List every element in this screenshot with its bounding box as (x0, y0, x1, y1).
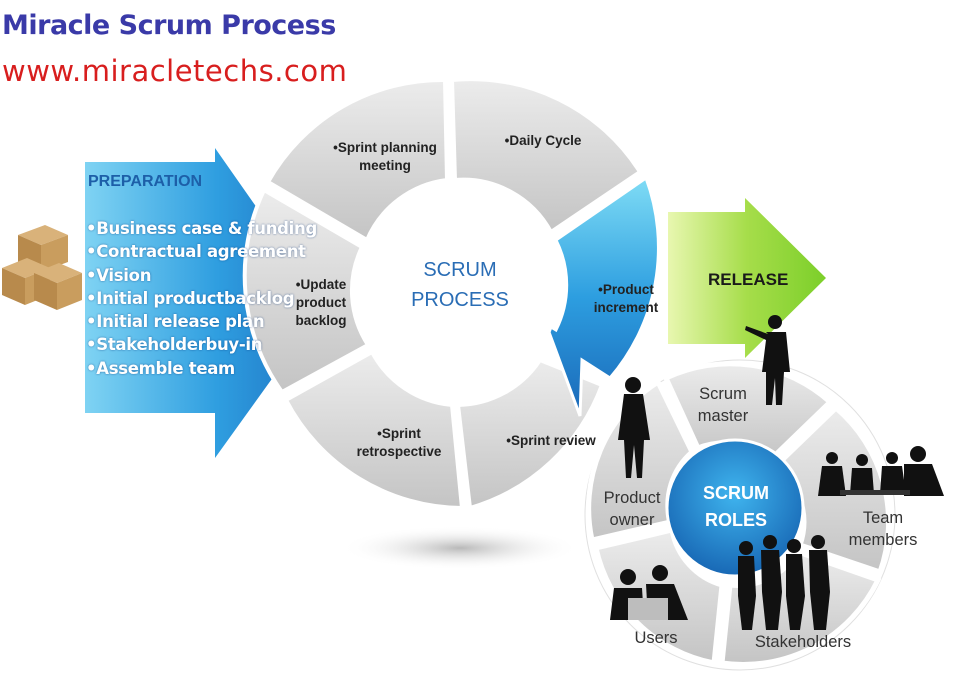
role-label-scrum-master: Scrum master (683, 383, 763, 427)
stakeholders-figure-icon (738, 535, 830, 630)
label-line: •Sprint planning (333, 140, 437, 155)
segment-product-increment (543, 175, 660, 417)
label-line: product (295, 295, 347, 310)
people-silhouettes (610, 315, 944, 630)
scrum-master-figure-icon (745, 315, 790, 405)
list-item: •Vision (86, 265, 152, 285)
segment-sprint-planning (265, 77, 450, 243)
scrum-process-center-label: SCRUM PROCESS (395, 255, 525, 315)
list-item: •Assemble team (86, 358, 235, 378)
label-line: •Sprint (377, 426, 421, 441)
label-sprint-planning: •Sprint planning meeting (325, 139, 445, 175)
preparation-list: •Business case & funding •Contractual ag… (86, 217, 317, 380)
label-sprint-retrospective: •Sprint retrospective (343, 425, 455, 461)
segment-update-backlog (242, 187, 371, 395)
segment-sprint-retrospective (283, 349, 465, 511)
label-daily-cycle: •Daily Cycle (488, 132, 598, 150)
role-label-product-owner: Product owner (596, 487, 668, 531)
release-label: RELEASE (708, 270, 789, 289)
list-item: •Initial release plan (86, 312, 265, 332)
label-line: SCRUM (423, 259, 497, 281)
label-line: Team (862, 509, 904, 527)
label-product-increment: •Product increment (578, 281, 674, 317)
page-title: Miracle Scrum Process (2, 10, 336, 41)
list-item: •Business case & funding (86, 219, 317, 238)
list-item: •Stakeholderbuy-in (86, 335, 263, 355)
label-line: increment (593, 300, 659, 315)
list-item: •Initial productbacklog (86, 288, 295, 308)
role-label-stakeholders: Stakeholders (748, 631, 858, 653)
label-line: PROCESS (411, 289, 509, 311)
label-line: meeting (359, 158, 411, 173)
role-label-team-members: Team members (838, 507, 928, 551)
label-line: backlog (295, 313, 347, 328)
segment-sprint-review (455, 357, 605, 511)
product-owner-figure-icon (618, 377, 650, 478)
wheel-center (362, 197, 558, 393)
label-line: retrospective (356, 444, 442, 459)
label-line: owner (609, 511, 655, 529)
scrum-process-wheel (242, 77, 660, 511)
label-line: members (848, 531, 918, 549)
label-line: •Sprint review (506, 433, 596, 448)
release-arrow (668, 198, 826, 358)
label-line: •Update (295, 277, 347, 292)
label-line: Users (634, 629, 678, 647)
label-line: Stakeholders (754, 633, 852, 651)
boxes-icon (2, 225, 82, 310)
label-line: master (697, 407, 749, 425)
website-url: www.miracletechs.com (2, 54, 348, 88)
label-line: •Product (598, 282, 654, 297)
users-figure-icon (610, 565, 688, 620)
label-line: •Daily Cycle (504, 133, 582, 148)
segment-daily-cycle (449, 77, 643, 235)
wheel-shadow (340, 526, 580, 570)
team-members-figure-icon (818, 446, 944, 496)
preparation-title: PREPARATION (88, 173, 203, 190)
label-sprint-review: •Sprint review (495, 432, 607, 450)
scrum-roles-center-label: SCRUM ROLES (680, 480, 792, 534)
label-update-backlog: •Update product backlog (285, 276, 357, 330)
label-line: Scrum (699, 385, 747, 403)
list-item: •Contractual agreement (86, 242, 306, 262)
label-line: SCRUM (703, 483, 769, 503)
role-label-users: Users (628, 627, 684, 649)
label-line: ROLES (704, 510, 767, 530)
label-line: Product (603, 489, 661, 507)
